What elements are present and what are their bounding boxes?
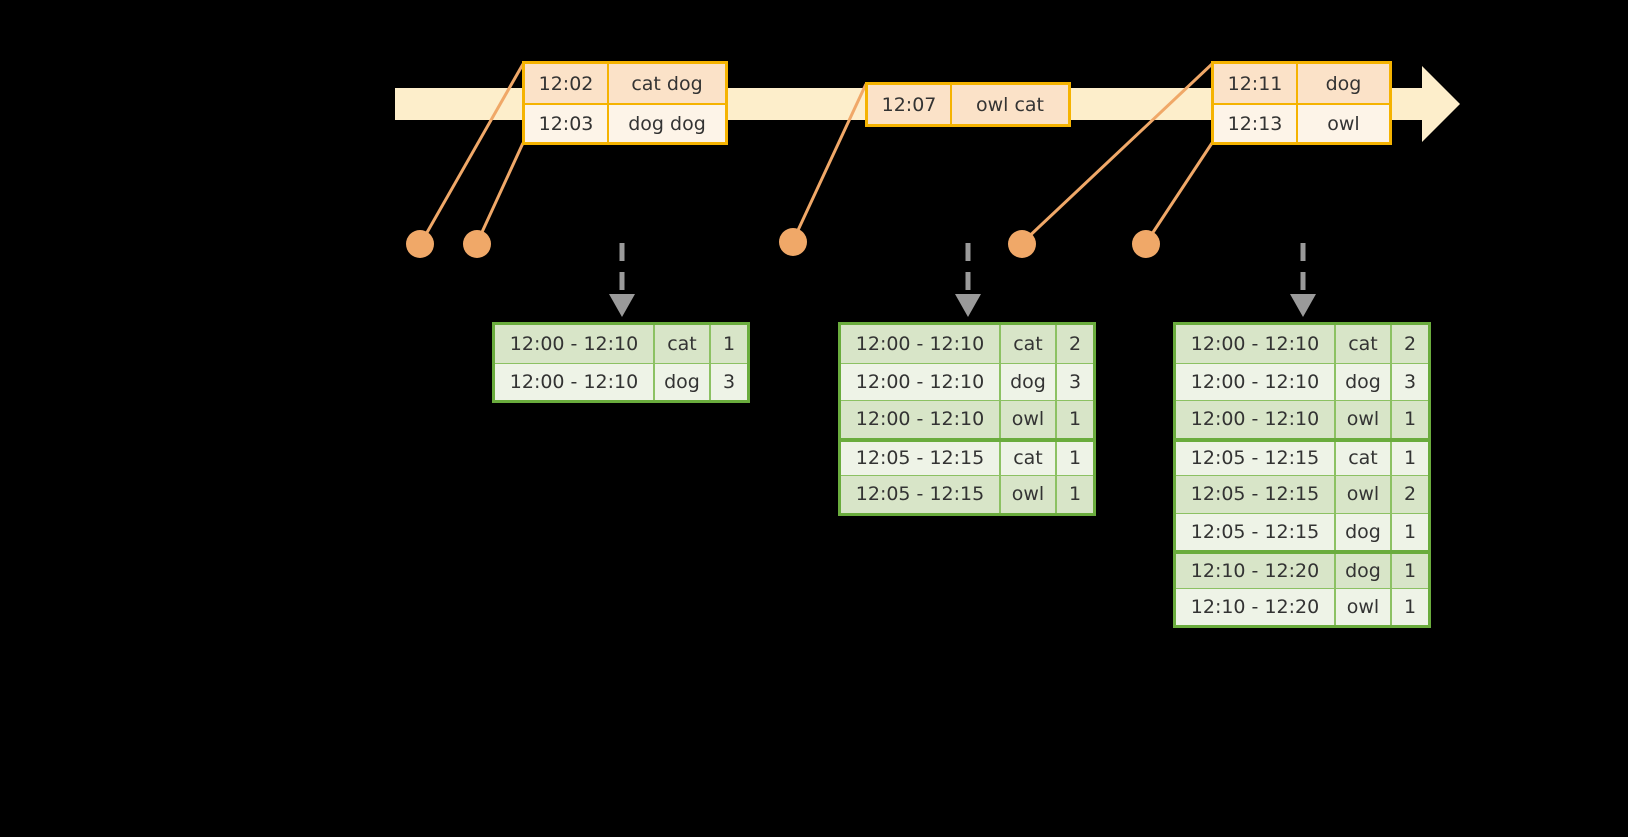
connector-line-3: [791, 83, 868, 242]
count-cell: 1: [1392, 588, 1428, 625]
window-cell: 12:10 - 12:20: [1176, 554, 1336, 588]
emit-arrow-2: [955, 243, 981, 317]
event-row[interactable]: 12:13 owl: [1214, 103, 1389, 142]
window-cell: 12:00 - 12:10: [495, 325, 655, 363]
event-group-2[interactable]: 12:07 owl cat: [865, 82, 1071, 127]
emit-arrow-1: [609, 243, 635, 317]
event-row[interactable]: 12:03 dog dog: [525, 103, 725, 142]
connector-dot-5: [1132, 230, 1160, 258]
word-cell: cat: [1336, 325, 1392, 363]
word-cell: cat: [1001, 441, 1057, 475]
word-cell: cat: [1336, 441, 1392, 475]
window-cell: 12:05 - 12:15: [1176, 441, 1336, 475]
event-time: 12:07: [868, 85, 952, 124]
word-cell: cat: [1001, 325, 1057, 363]
window-cell: 12:05 - 12:15: [841, 441, 1001, 475]
event-group-1[interactable]: 12:02 cat dog 12:03 dog dog: [522, 61, 728, 145]
count-cell: 3: [1057, 363, 1093, 400]
event-row[interactable]: 12:07 owl cat: [868, 85, 1068, 124]
window-cell: 12:05 - 12:15: [841, 476, 1001, 513]
window-cell: 12:10 - 12:20: [1176, 588, 1336, 625]
event-words: cat dog: [609, 64, 725, 103]
word-cell: dog: [1336, 554, 1392, 588]
count-cell: 1: [1392, 401, 1428, 438]
event-group-3[interactable]: 12:11 dog 12:13 owl: [1211, 61, 1392, 145]
word-cell: owl: [1001, 401, 1057, 438]
word-cell: owl: [1336, 476, 1392, 513]
word-cell: dog: [1336, 513, 1392, 550]
window-cell: 12:00 - 12:10: [841, 401, 1001, 438]
connector-line-1: [419, 63, 525, 244]
connector-line-2: [475, 142, 525, 244]
event-time: 12:11: [1214, 64, 1298, 103]
word-cell: dog: [655, 363, 711, 400]
count-cell: 2: [1057, 325, 1093, 363]
emit-arrow-3: [1290, 243, 1316, 317]
window-cell: 12:00 - 12:10: [1176, 363, 1336, 400]
count-cell: 2: [1392, 476, 1428, 513]
count-cell: 1: [1057, 441, 1093, 475]
window-cell: 12:00 - 12:10: [841, 325, 1001, 363]
event-words: owl: [1298, 105, 1389, 142]
event-time: 12:02: [525, 64, 609, 103]
connector-dot-2: [463, 230, 491, 258]
connector-dot-4: [1008, 230, 1036, 258]
count-cell: 3: [711, 363, 747, 400]
count-cell: 3: [1392, 363, 1428, 400]
emit-arrows: [609, 243, 1316, 317]
count-cell: 1: [1057, 476, 1093, 513]
word-cell: dog: [1336, 363, 1392, 400]
count-cell: 1: [711, 325, 747, 363]
window-cell: 12:00 - 12:10: [1176, 401, 1336, 438]
event-time: 12:13: [1214, 105, 1298, 142]
event-words: dog: [1298, 64, 1389, 103]
count-cell: 1: [1392, 513, 1428, 550]
window-cell: 12:05 - 12:15: [1176, 513, 1336, 550]
window-cell: 12:05 - 12:15: [1176, 476, 1336, 513]
connector-line-5: [1144, 142, 1214, 244]
event-words: dog dog: [609, 105, 725, 142]
word-cell: owl: [1336, 401, 1392, 438]
event-words: owl cat: [952, 85, 1068, 124]
count-cell: 1: [1392, 441, 1428, 475]
count-cell: 1: [1392, 554, 1428, 588]
event-row[interactable]: 12:02 cat dog: [525, 64, 725, 103]
word-cell: owl: [1001, 476, 1057, 513]
count-cell: 2: [1392, 325, 1428, 363]
window-cell: 12:00 - 12:10: [1176, 325, 1336, 363]
window-cell: 12:00 - 12:10: [841, 363, 1001, 400]
connector-dot-3: [779, 228, 807, 256]
word-cell: cat: [655, 325, 711, 363]
window-cell: 12:00 - 12:10: [495, 363, 655, 400]
connector-dot-1: [406, 230, 434, 258]
event-row[interactable]: 12:11 dog: [1214, 64, 1389, 103]
count-cell: 1: [1057, 401, 1093, 438]
connector-dots: [406, 228, 1160, 258]
word-cell: owl: [1336, 588, 1392, 625]
event-time: 12:03: [525, 105, 609, 142]
word-cell: dog: [1001, 363, 1057, 400]
